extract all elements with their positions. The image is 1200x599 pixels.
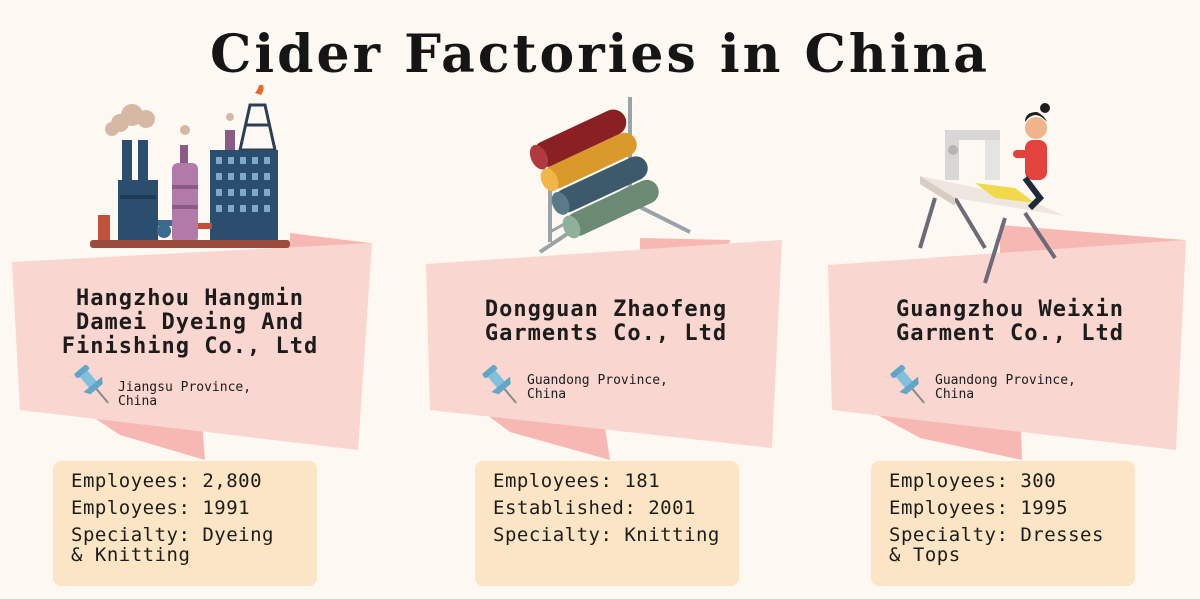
location-line: China	[935, 387, 975, 402]
name-line: Garment Co., Ltd	[896, 321, 1124, 346]
detail-line: Specialty: Knitting	[493, 524, 720, 546]
factory-details: Employees: 300 Employees: 1995 Specialty…	[871, 461, 1135, 586]
pushpin-icon	[890, 364, 925, 404]
factory-icon	[90, 85, 290, 248]
name-line: Guangzhou Weixin	[896, 297, 1124, 322]
detail-line: Established: 2001	[493, 497, 696, 519]
factory-location: Jiangsu Province, China	[118, 381, 251, 409]
detail-line: & Knitting	[71, 544, 191, 566]
fabric-rolls-icon	[530, 97, 691, 254]
location-line: Jiangsu Province,	[118, 380, 252, 395]
detail-line: Employees: 300	[889, 470, 1057, 492]
factory-card-2: Dongguan Zhaofeng Garments Co., Ltd Guan…	[400, 0, 800, 599]
name-line: Hangzhou Hangmin	[76, 286, 304, 311]
detail-line: & Tops	[889, 544, 961, 566]
name-line: Garments Co., Ltd	[484, 321, 728, 346]
location-line: Guandong Province,	[935, 373, 1076, 388]
factory-name: Guangzhou Weixin Garment Co., Ltd	[820, 298, 1200, 346]
location-line: China	[527, 387, 567, 402]
pushpin-icon	[482, 364, 517, 404]
name-line: Finishing Co., Ltd	[61, 334, 319, 359]
sewing-worker-icon	[918, 103, 1065, 284]
detail-line: Employees: 1995	[889, 497, 1069, 519]
factory-details: Employees: 2,800 Employees: 1991 Special…	[53, 461, 317, 586]
factory-name: Dongguan Zhaofeng Garments Co., Ltd	[436, 298, 776, 346]
location-line: Guandong Province,	[527, 373, 668, 388]
factory-card-3: Guangzhou Weixin Garment Co., Ltd Guando…	[800, 0, 1200, 599]
factory-name: Hangzhou Hangmin Damei Dyeing And Finish…	[20, 287, 360, 359]
pushpin-icon	[74, 364, 109, 404]
name-line: Dongguan Zhaofeng	[484, 297, 728, 322]
ribbon-banner	[426, 238, 782, 460]
factory-location: Guandong Province, China	[935, 374, 1076, 402]
detail-line: Employees: 181	[493, 470, 661, 492]
detail-line: Employees: 2,800	[71, 470, 263, 492]
detail-line: Specialty: Dresses	[889, 524, 1104, 546]
detail-line: Employees: 1991	[71, 497, 251, 519]
factory-card-1: Hangzhou Hangmin Damei Dyeing And Finish…	[0, 0, 400, 599]
factory-details: Employees: 181 Established: 2001 Special…	[475, 461, 739, 586]
page-title: Cider Factories in China	[210, 24, 990, 85]
location-line: China	[118, 394, 158, 409]
name-line: Damei Dyeing And	[76, 310, 304, 335]
factory-location: Guandong Province, China	[527, 374, 668, 402]
ribbon-banner	[12, 233, 372, 460]
detail-line: Specialty: Dyeing	[71, 524, 274, 546]
